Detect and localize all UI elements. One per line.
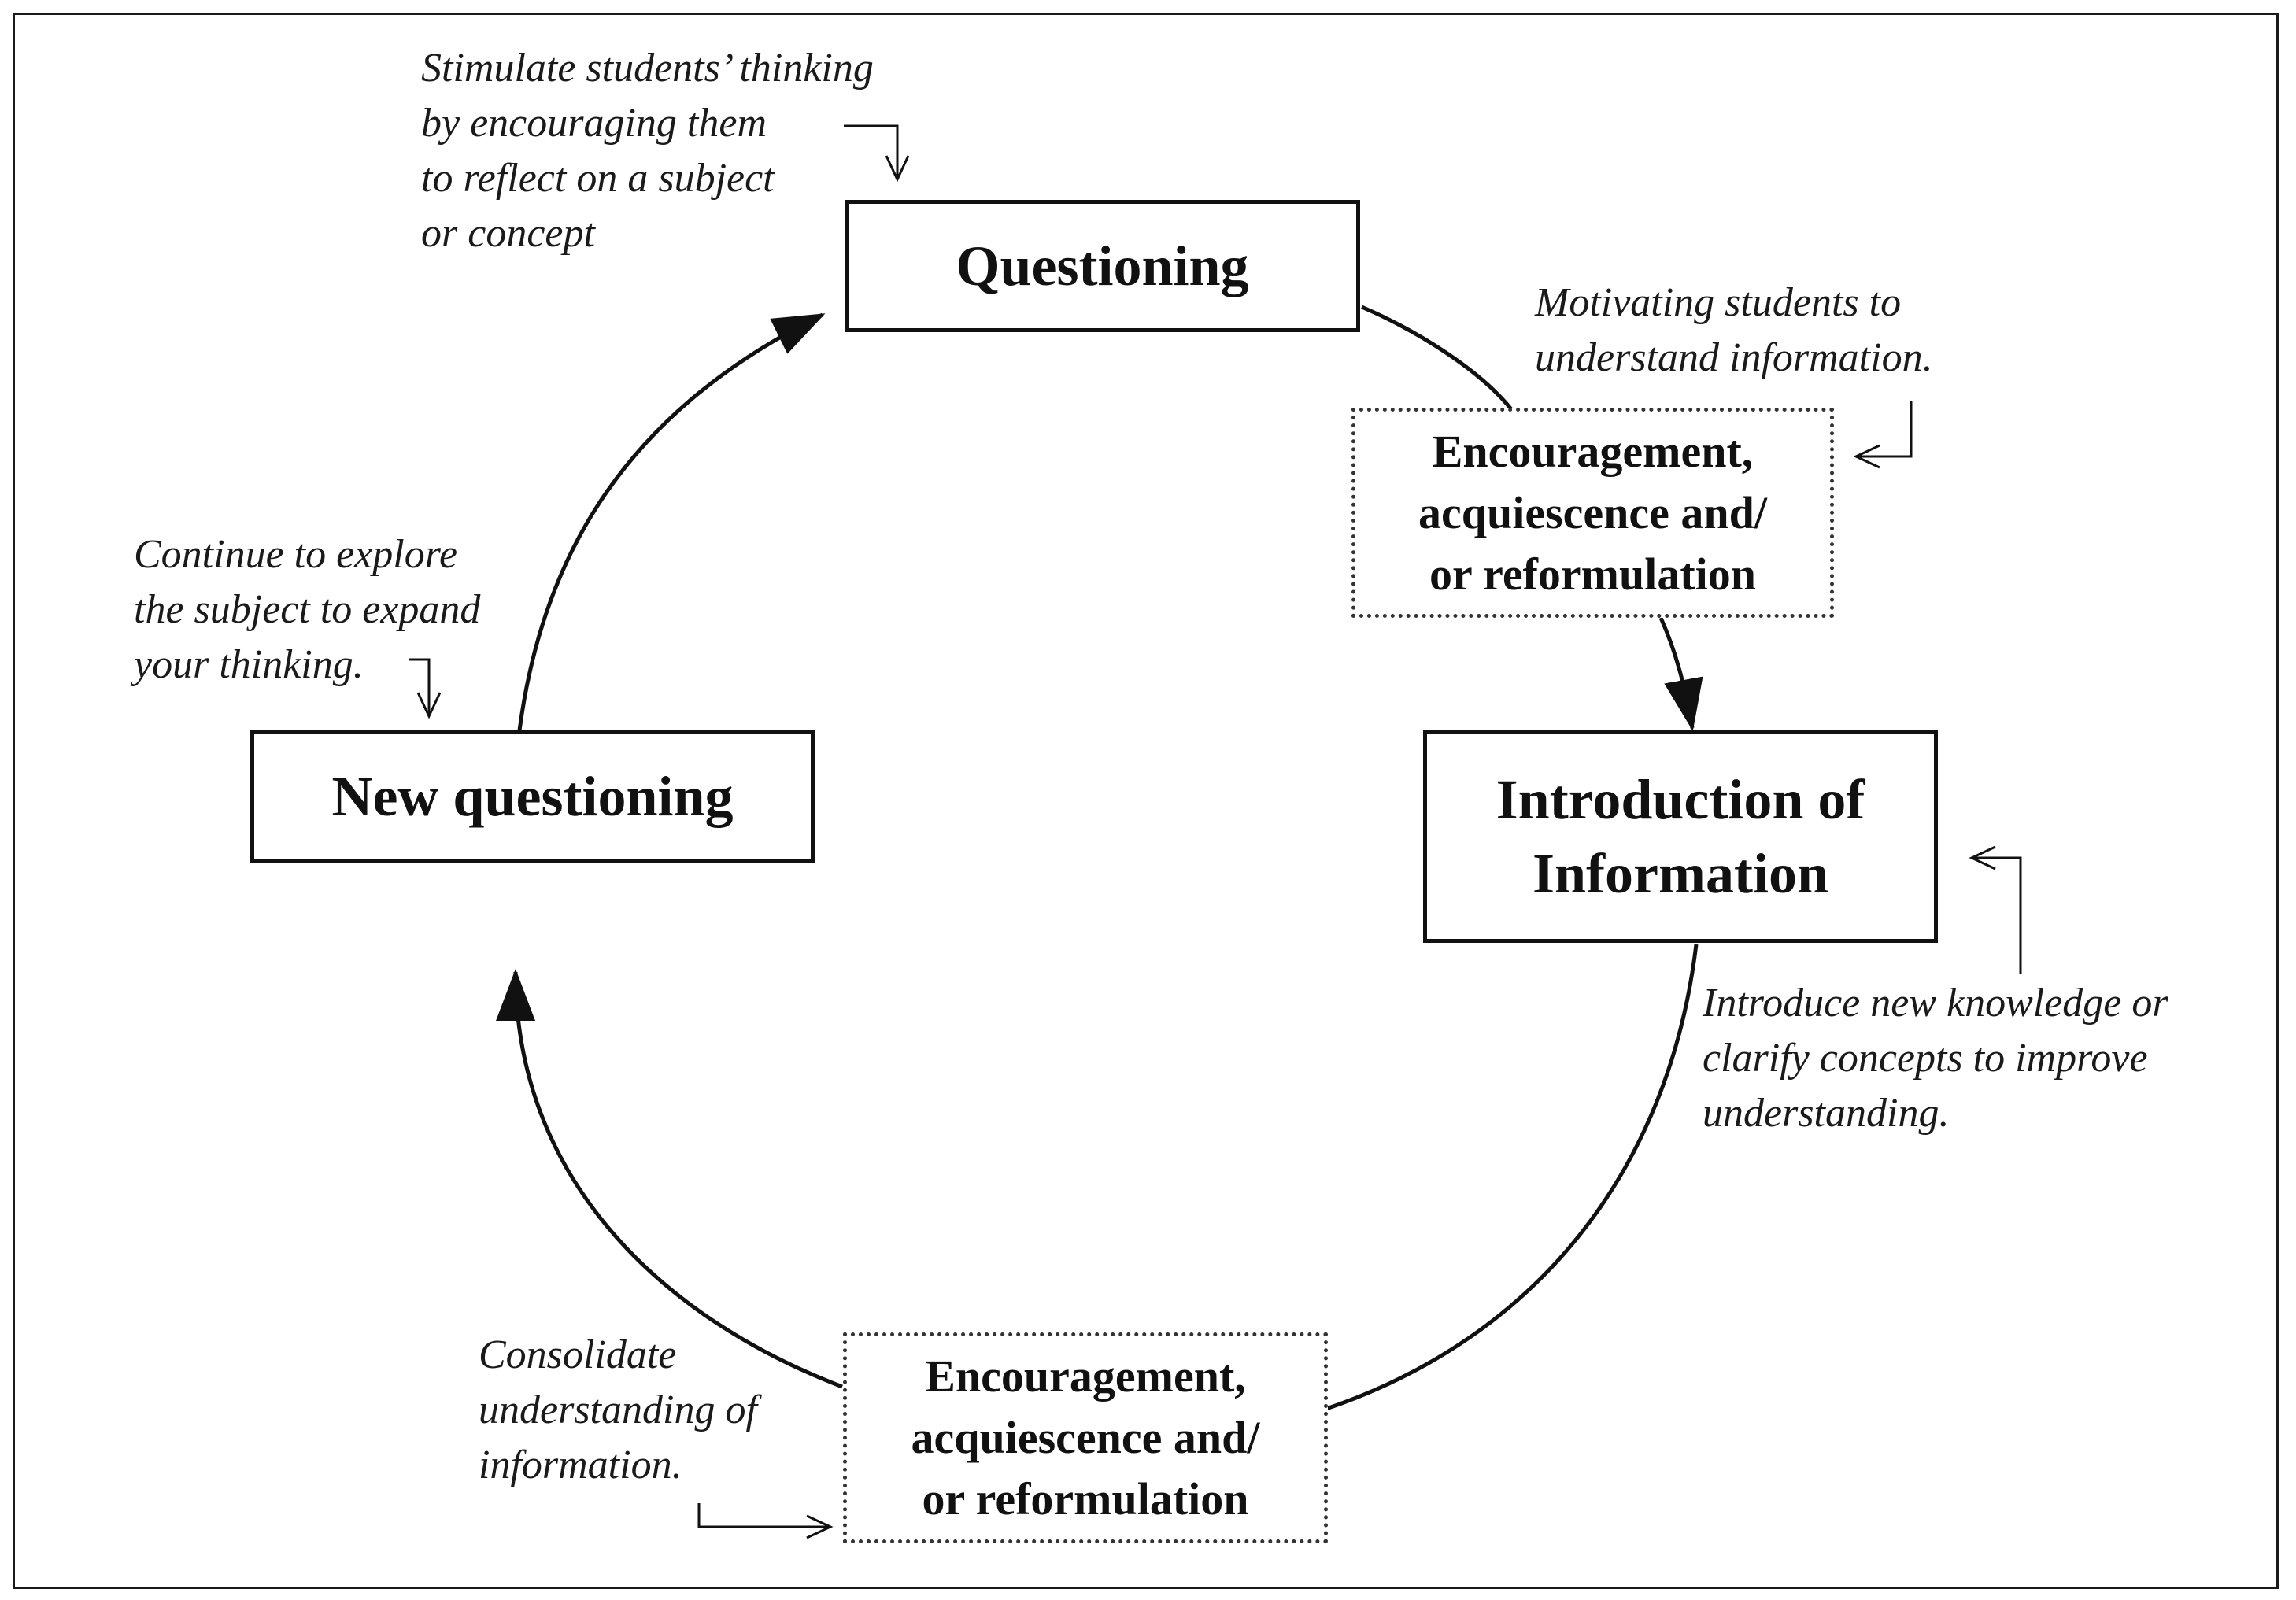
annotation-continue-line-1: Continue to explore	[134, 532, 458, 577]
arc-questioning-to-encouragement-top	[1361, 305, 1513, 411]
pointer-continue	[409, 658, 442, 719]
pointer-motivating	[1853, 401, 1913, 469]
node-encouragement-bottom: Encouragement, acquiescence and/ or refo…	[843, 1332, 1328, 1543]
node-new-questioning: New questioning	[250, 730, 815, 863]
arc-introduction-to-encouragement-bottom	[1325, 944, 1699, 1411]
node-encouragement-top-line-2: acquiescence and/	[1418, 486, 1768, 538]
node-encouragement-top: Encouragement, acquiescence and/ or refo…	[1351, 408, 1834, 618]
node-questioning: Questioning	[845, 200, 1360, 332]
annotation-stimulate-line-1: Stimulate students’ thinking	[421, 46, 874, 91]
annotation-continue-line-3: your thinking.	[134, 642, 364, 687]
arrow-new-questioning-to-questioning	[517, 312, 826, 731]
node-encouragement-top-line-3: or reformulation	[1429, 548, 1757, 600]
annotation-consolidate-line-3: information.	[479, 1443, 682, 1487]
node-introduction-line-1: Introduction of	[1496, 768, 1865, 831]
annotation-consolidate-line-1: Consolidate	[479, 1332, 677, 1377]
node-introduction-line-2: Information	[1533, 842, 1828, 905]
annotation-introduce-line-2: clarify concepts to improve	[1703, 1036, 2148, 1081]
arrow-encouragement-bottom-to-new-questioning	[496, 969, 843, 1389]
pointer-consolidate	[697, 1503, 834, 1539]
annotation-introduce: Introduce new knowledge or clarify conce…	[1703, 976, 2168, 1141]
annotation-stimulate: Stimulate students’ thinking by encourag…	[421, 41, 874, 261]
annotation-motivating: Motivating students to understand inform…	[1535, 275, 1933, 386]
annotation-motivating-line-1: Motivating students to	[1535, 280, 1902, 325]
annotation-stimulate-line-2: by encouraging them	[421, 101, 767, 146]
node-encouragement-bottom-line-3: or reformulation	[922, 1473, 1249, 1524]
node-encouragement-bottom-line-2: acquiescence and/	[911, 1412, 1260, 1463]
pointer-introduce	[1969, 845, 2022, 974]
node-introduction-of-information: Introduction of Information	[1423, 730, 1938, 943]
annotation-stimulate-line-3: to reflect on a subject	[421, 156, 775, 201]
annotation-stimulate-line-4: or concept	[421, 211, 595, 256]
annotation-consolidate-line-2: understanding of	[479, 1388, 757, 1432]
annotation-continue-line-2: the subject to expand	[134, 587, 481, 632]
annotation-introduce-line-3: understanding.	[1703, 1091, 1950, 1136]
annotation-motivating-line-2: understand information.	[1535, 335, 1933, 380]
arrow-encouragement-top-to-introduction	[1658, 616, 1703, 731]
node-new-questioning-label: New questioning	[331, 765, 734, 828]
node-encouragement-top-line-1: Encouragement,	[1432, 425, 1754, 477]
annotation-continue: Continue to explore the subject to expan…	[134, 527, 480, 693]
pointer-stimulate	[844, 124, 910, 183]
node-questioning-label: Questioning	[956, 235, 1249, 297]
node-encouragement-bottom-line-1: Encouragement,	[925, 1351, 1246, 1402]
annotation-introduce-line-1: Introduce new knowledge or	[1703, 981, 2168, 1025]
annotation-consolidate: Consolidate understanding of information…	[479, 1328, 757, 1493]
figure-frame	[13, 13, 2279, 1589]
